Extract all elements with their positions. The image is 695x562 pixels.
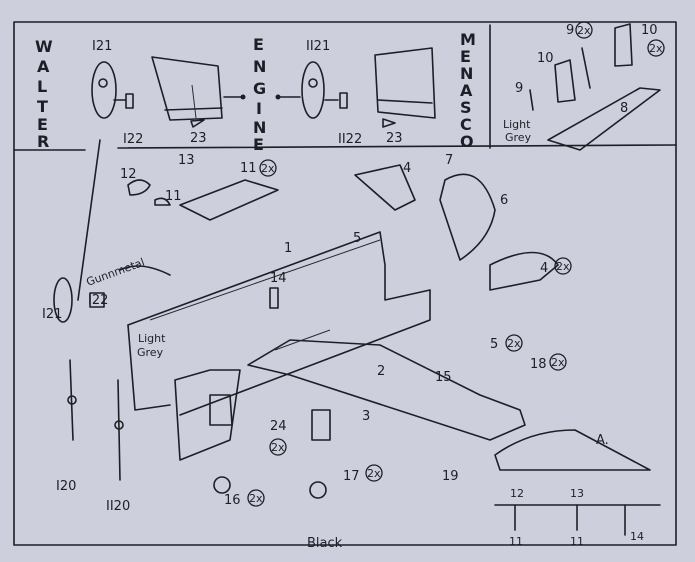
sheet-frame [13,21,677,546]
svg-text:N: N [253,57,266,76]
svg-text:L: L [37,77,47,96]
divider [117,144,677,149]
svg-text:1: 1 [284,241,292,256]
part-labels: 13 11 2x 12 11 7 4 6 5 4 2x 1 Gunnmetal … [42,153,572,551]
svg-text:I: I [256,99,262,118]
svg-text:Grey: Grey [137,346,164,359]
svg-text:8: 8 [620,101,628,116]
svg-text:13: 13 [178,153,195,168]
seat-floor-detail: 10 10 2x 9 9 2x 8 Light Grey [503,21,665,151]
svg-text:11: 11 [570,535,584,548]
svg-text:2x: 2x [271,441,285,454]
svg-text:2x: 2x [649,42,663,55]
menasco-engine-group: II21 II22 23 [275,39,436,147]
svg-text:I22: I22 [88,293,108,308]
svg-text:II20: II20 [106,499,130,514]
svg-text:Light: Light [138,332,166,345]
svg-text:17: 17 [343,469,360,484]
svg-text:11: 11 [165,189,182,204]
svg-text:N: N [460,64,473,83]
svg-text:24: 24 [270,419,287,434]
svg-text:2: 2 [377,364,385,379]
svg-text:Light: Light [503,118,531,131]
svg-text:14: 14 [270,271,287,286]
svg-text:II21: II21 [306,39,330,54]
svg-text:2x: 2x [551,356,565,369]
svg-text:C: C [460,115,472,134]
svg-text:R: R [37,132,49,151]
svg-text:10: 10 [537,51,554,66]
svg-text:Grey: Grey [505,131,532,144]
svg-text:M: M [460,30,476,49]
svg-text:E: E [37,115,48,134]
svg-text:11: 11 [509,535,523,548]
svg-text:12: 12 [510,487,524,500]
svg-text:12: 12 [120,167,137,182]
svg-text:N: N [253,118,266,137]
svg-text:16: 16 [224,493,241,508]
airframe-drawing [53,139,661,536]
canopy-detail-labels: A. 12 13 11 11 14 [509,433,644,548]
svg-text:15: 15 [435,370,452,385]
svg-text:5: 5 [490,337,498,352]
svg-text:4: 4 [403,161,411,176]
svg-text:S: S [460,98,472,117]
svg-text:5: 5 [353,231,361,246]
svg-text:A: A [460,81,473,100]
svg-text:I21: I21 [42,307,62,322]
svg-text:G: G [253,79,266,98]
svg-text:2x: 2x [249,492,263,505]
svg-text:2x: 2x [367,467,381,480]
svg-text:2x: 2x [507,337,521,350]
svg-text:18: 18 [530,357,547,372]
svg-text:2x: 2x [261,162,275,175]
svg-text:9: 9 [566,23,574,38]
svg-text:T: T [37,97,48,116]
svg-text:4: 4 [540,261,548,276]
svg-text:11: 11 [240,161,257,176]
svg-text:7: 7 [445,153,453,168]
svg-text:13: 13 [570,487,584,500]
svg-text:3: 3 [362,409,370,424]
svg-text:19: 19 [442,469,459,484]
svg-text:10: 10 [641,23,658,38]
svg-text:E: E [253,135,264,154]
svg-text:A: A [37,57,50,76]
svg-text:23: 23 [190,131,207,146]
engine-title: E N G I N E [253,35,266,154]
svg-text:6: 6 [500,193,508,208]
svg-text:I20: I20 [56,479,76,494]
svg-text:E: E [460,47,471,66]
walter-engine-group: I21 I22 23 [91,39,246,147]
svg-text:9: 9 [515,81,523,96]
svg-text:2x: 2x [577,24,591,37]
svg-text:W: W [35,37,53,56]
svg-text:A.: A. [596,433,609,448]
walter-title: W A L T E R [35,37,53,151]
svg-text:I21: I21 [92,39,112,54]
svg-text:I22: I22 [123,132,143,147]
svg-text:14: 14 [630,530,644,543]
svg-text:Gunnmetal: Gunnmetal [85,256,147,289]
svg-text:II22: II22 [338,132,362,147]
svg-text:E: E [253,35,264,54]
menasco-title: M E N A S C O [460,30,476,151]
svg-text:O: O [460,132,474,151]
svg-text:2x: 2x [556,260,570,273]
svg-text:Black: Black [307,536,343,551]
svg-text:23: 23 [386,131,403,146]
